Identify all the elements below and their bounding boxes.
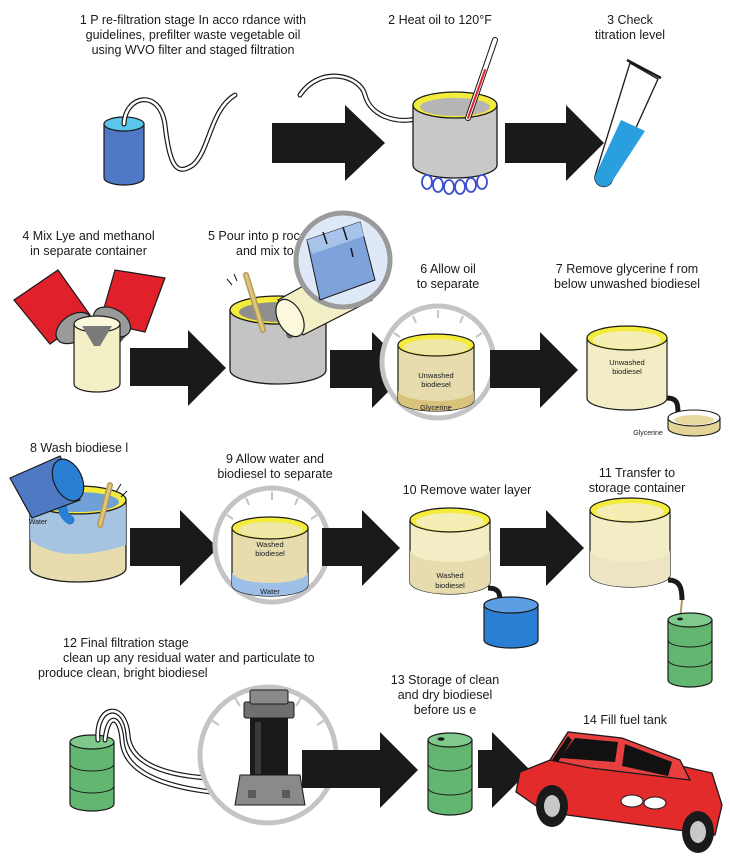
separation-tank-6-icon [397, 333, 475, 412]
arrow-step1-to-2 [272, 105, 385, 181]
test-tube-icon [594, 58, 662, 188]
step-12-line-3: produce clean, bright biodiesel [38, 666, 208, 680]
step-13-line-2: and dry biodiesel [397, 688, 493, 702]
step9-top-layer-label-2: biodiesel [255, 549, 285, 558]
step-2-label: 2 Heat oil to 120°F [380, 13, 500, 28]
step-13-label: 13 Storage of clean and dry biodiesel be… [380, 673, 510, 718]
burner-flame-icon [421, 174, 488, 195]
mixing-container-icon [73, 315, 121, 393]
step-1-line-1: 1 P re-filtration stage In acco rdance w… [79, 13, 307, 27]
step-4-line-1: 4 Mix Lye and methanol [22, 229, 155, 243]
glycerine-dish-icon [667, 409, 721, 437]
step-13-line-1: 13 Storage of clean [390, 673, 500, 687]
separation-tank-9-icon [231, 516, 309, 597]
step-12-line-2: clean up any residual water and particul… [63, 651, 315, 665]
step7-dish-label: Glycerine [633, 430, 663, 437]
step-11-label: 11 Transfer to storage container [572, 466, 702, 496]
arrow-step8-to-9 [130, 510, 218, 586]
step-12-line-1: 12 Final filtration stage [63, 636, 189, 650]
step-14-line-1: 14 Fill fuel tank [582, 713, 668, 727]
step-4-line-2: in separate container [30, 244, 147, 258]
arrow-step9-to-10 [322, 510, 400, 586]
separation-tank-7-icon [586, 325, 681, 415]
filter-source-drum-icon [69, 734, 115, 812]
step-3-line-1: 3 Check [607, 13, 653, 27]
separation-tank-10-icon [409, 507, 503, 603]
step-7-line-2: below unwashed biodiesel [554, 277, 700, 291]
step6-bottom-layer-label: Glycerine [420, 403, 452, 412]
arrow-step6-to-7 [490, 332, 578, 408]
filter-housing-icon [234, 689, 306, 806]
thermometer-icon [465, 37, 498, 121]
heater-hose-icon [297, 73, 423, 123]
step7-top-layer-label-2: biodiesel [612, 367, 642, 376]
arrow-step12-to-13 [302, 732, 418, 808]
wvo-container-icon [103, 116, 145, 186]
step7-top-layer-label-1: Unwashed [609, 358, 644, 367]
step-2-line-1: 2 Heat oil to 120°F [388, 13, 492, 27]
step-10-line-1: 10 Remove water layer [402, 483, 532, 497]
arrow-step2-to-3 [505, 105, 604, 181]
car-icon [515, 731, 723, 853]
step-8-line-1: 8 Wash biodiese l [30, 441, 129, 455]
heating-pot-icon [412, 91, 498, 179]
water-bucket-icon [9, 455, 85, 519]
step-1-line-3: using WVO filter and staged filtration [91, 43, 295, 57]
transfer-tank-11-icon [589, 497, 685, 621]
step10-top-layer-label-2: biodiesel [435, 581, 465, 590]
step6-top-layer-label-2: biodiesel [421, 380, 451, 389]
step9-top-layer-label-1: Washed [256, 540, 283, 549]
step-5-line-1: 5 Pour into p roces [208, 229, 313, 243]
step-1-label: 1 P re-filtration stage In acco rdance w… [48, 13, 338, 58]
step-11-line-1: 11 Transfer to [598, 466, 676, 480]
step9-bottom-layer-label: Water [260, 587, 280, 596]
step-10-label: 10 Remove water layer [392, 483, 542, 498]
hose-icon [121, 92, 238, 172]
step-12-label: 12 Final filtration stage clean up any r… [38, 636, 348, 681]
step-9-line-1: 9 Allow water and [226, 452, 324, 466]
step6-top-layer-label-1: Unwashed [418, 371, 453, 380]
arrow-step4-to-5 [130, 330, 226, 406]
step-3-label: 3 Check titration level [570, 13, 690, 43]
step-11-line-2: storage container [588, 481, 686, 495]
water-beaker-icon [483, 596, 539, 649]
arrow-step10-to-11 [500, 510, 584, 586]
storage-drum-13-icon [427, 732, 473, 816]
step-8-label: 8 Wash biodiese l [30, 441, 150, 456]
step-6-line-1: 6 Allow oil [420, 262, 476, 276]
filter-hoses-icon [95, 708, 255, 798]
magnifier-inset-icon [293, 210, 393, 310]
storage-drum-11-icon [667, 612, 713, 688]
stir-stick-icon [97, 482, 128, 528]
step-4-label: 4 Mix Lye and methanol in separate conta… [6, 229, 171, 259]
step8-water-label: Water [29, 519, 48, 526]
arrow-step13-to-14 [478, 732, 530, 808]
step-7-line-1: 7 Remove glycerine f rom [555, 262, 699, 276]
step-3-line-2: titration level [594, 28, 666, 42]
step-1-line-2: guidelines, prefilter waste vegetable oi… [85, 28, 301, 42]
step10-top-layer-label-1: Washed [436, 571, 463, 580]
step-9-label: 9 Allow water and biodiesel to separate [200, 452, 350, 482]
step-6-line-2: to separate [416, 277, 480, 291]
step-9-line-2: biodiesel to separate [217, 467, 333, 481]
step-13-line-3: before us e [413, 703, 477, 717]
step-7-label: 7 Remove glycerine f rom below unwashed … [532, 262, 722, 292]
step-6-label: 6 Allow oil to separate [398, 262, 498, 292]
step-14-label: 14 Fill fuel tank [555, 713, 695, 728]
